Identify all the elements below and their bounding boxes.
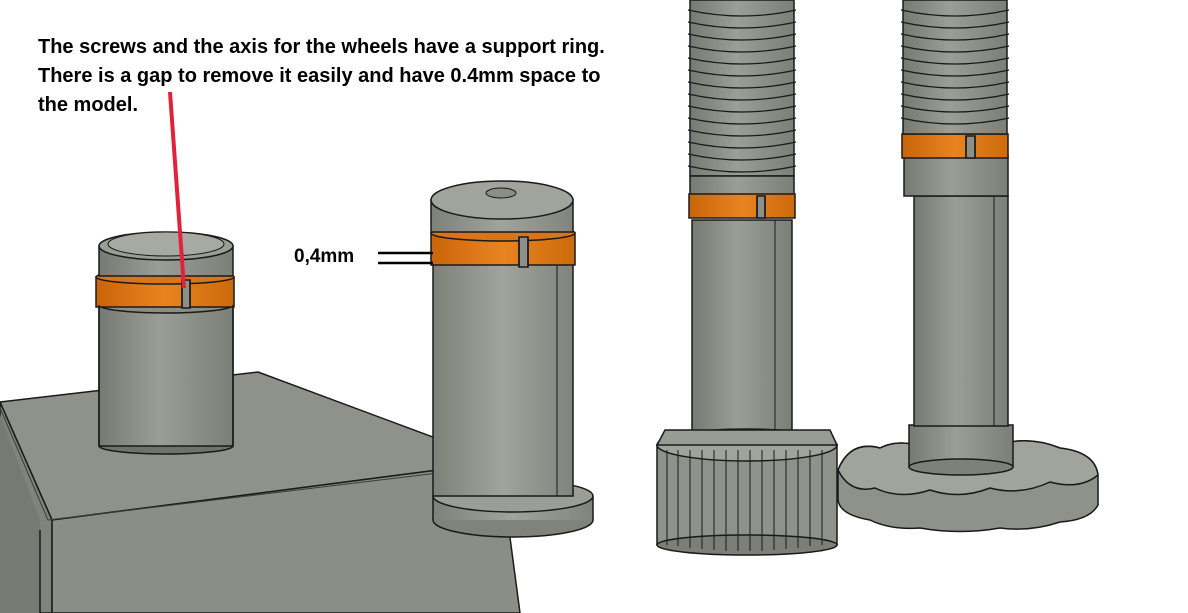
annotation-line-1: The screws and the axis for the wheels h…	[38, 36, 605, 58]
pin-standalone	[430, 180, 594, 538]
pin-on-block	[95, 231, 235, 455]
gap-dimension-label: 0,4mm	[294, 246, 355, 267]
annotation-line-2: There is a gap to remove it easily and h…	[38, 65, 601, 87]
gap-dimension-marker	[378, 251, 433, 265]
annotation-line-3: the model.	[38, 94, 139, 116]
screw-star-knob	[837, 0, 1099, 533]
leader-line	[168, 91, 186, 289]
screw-gear-knob	[655, 0, 839, 556]
annotation-text: The screws and the axis for the wheels h…	[38, 33, 678, 120]
